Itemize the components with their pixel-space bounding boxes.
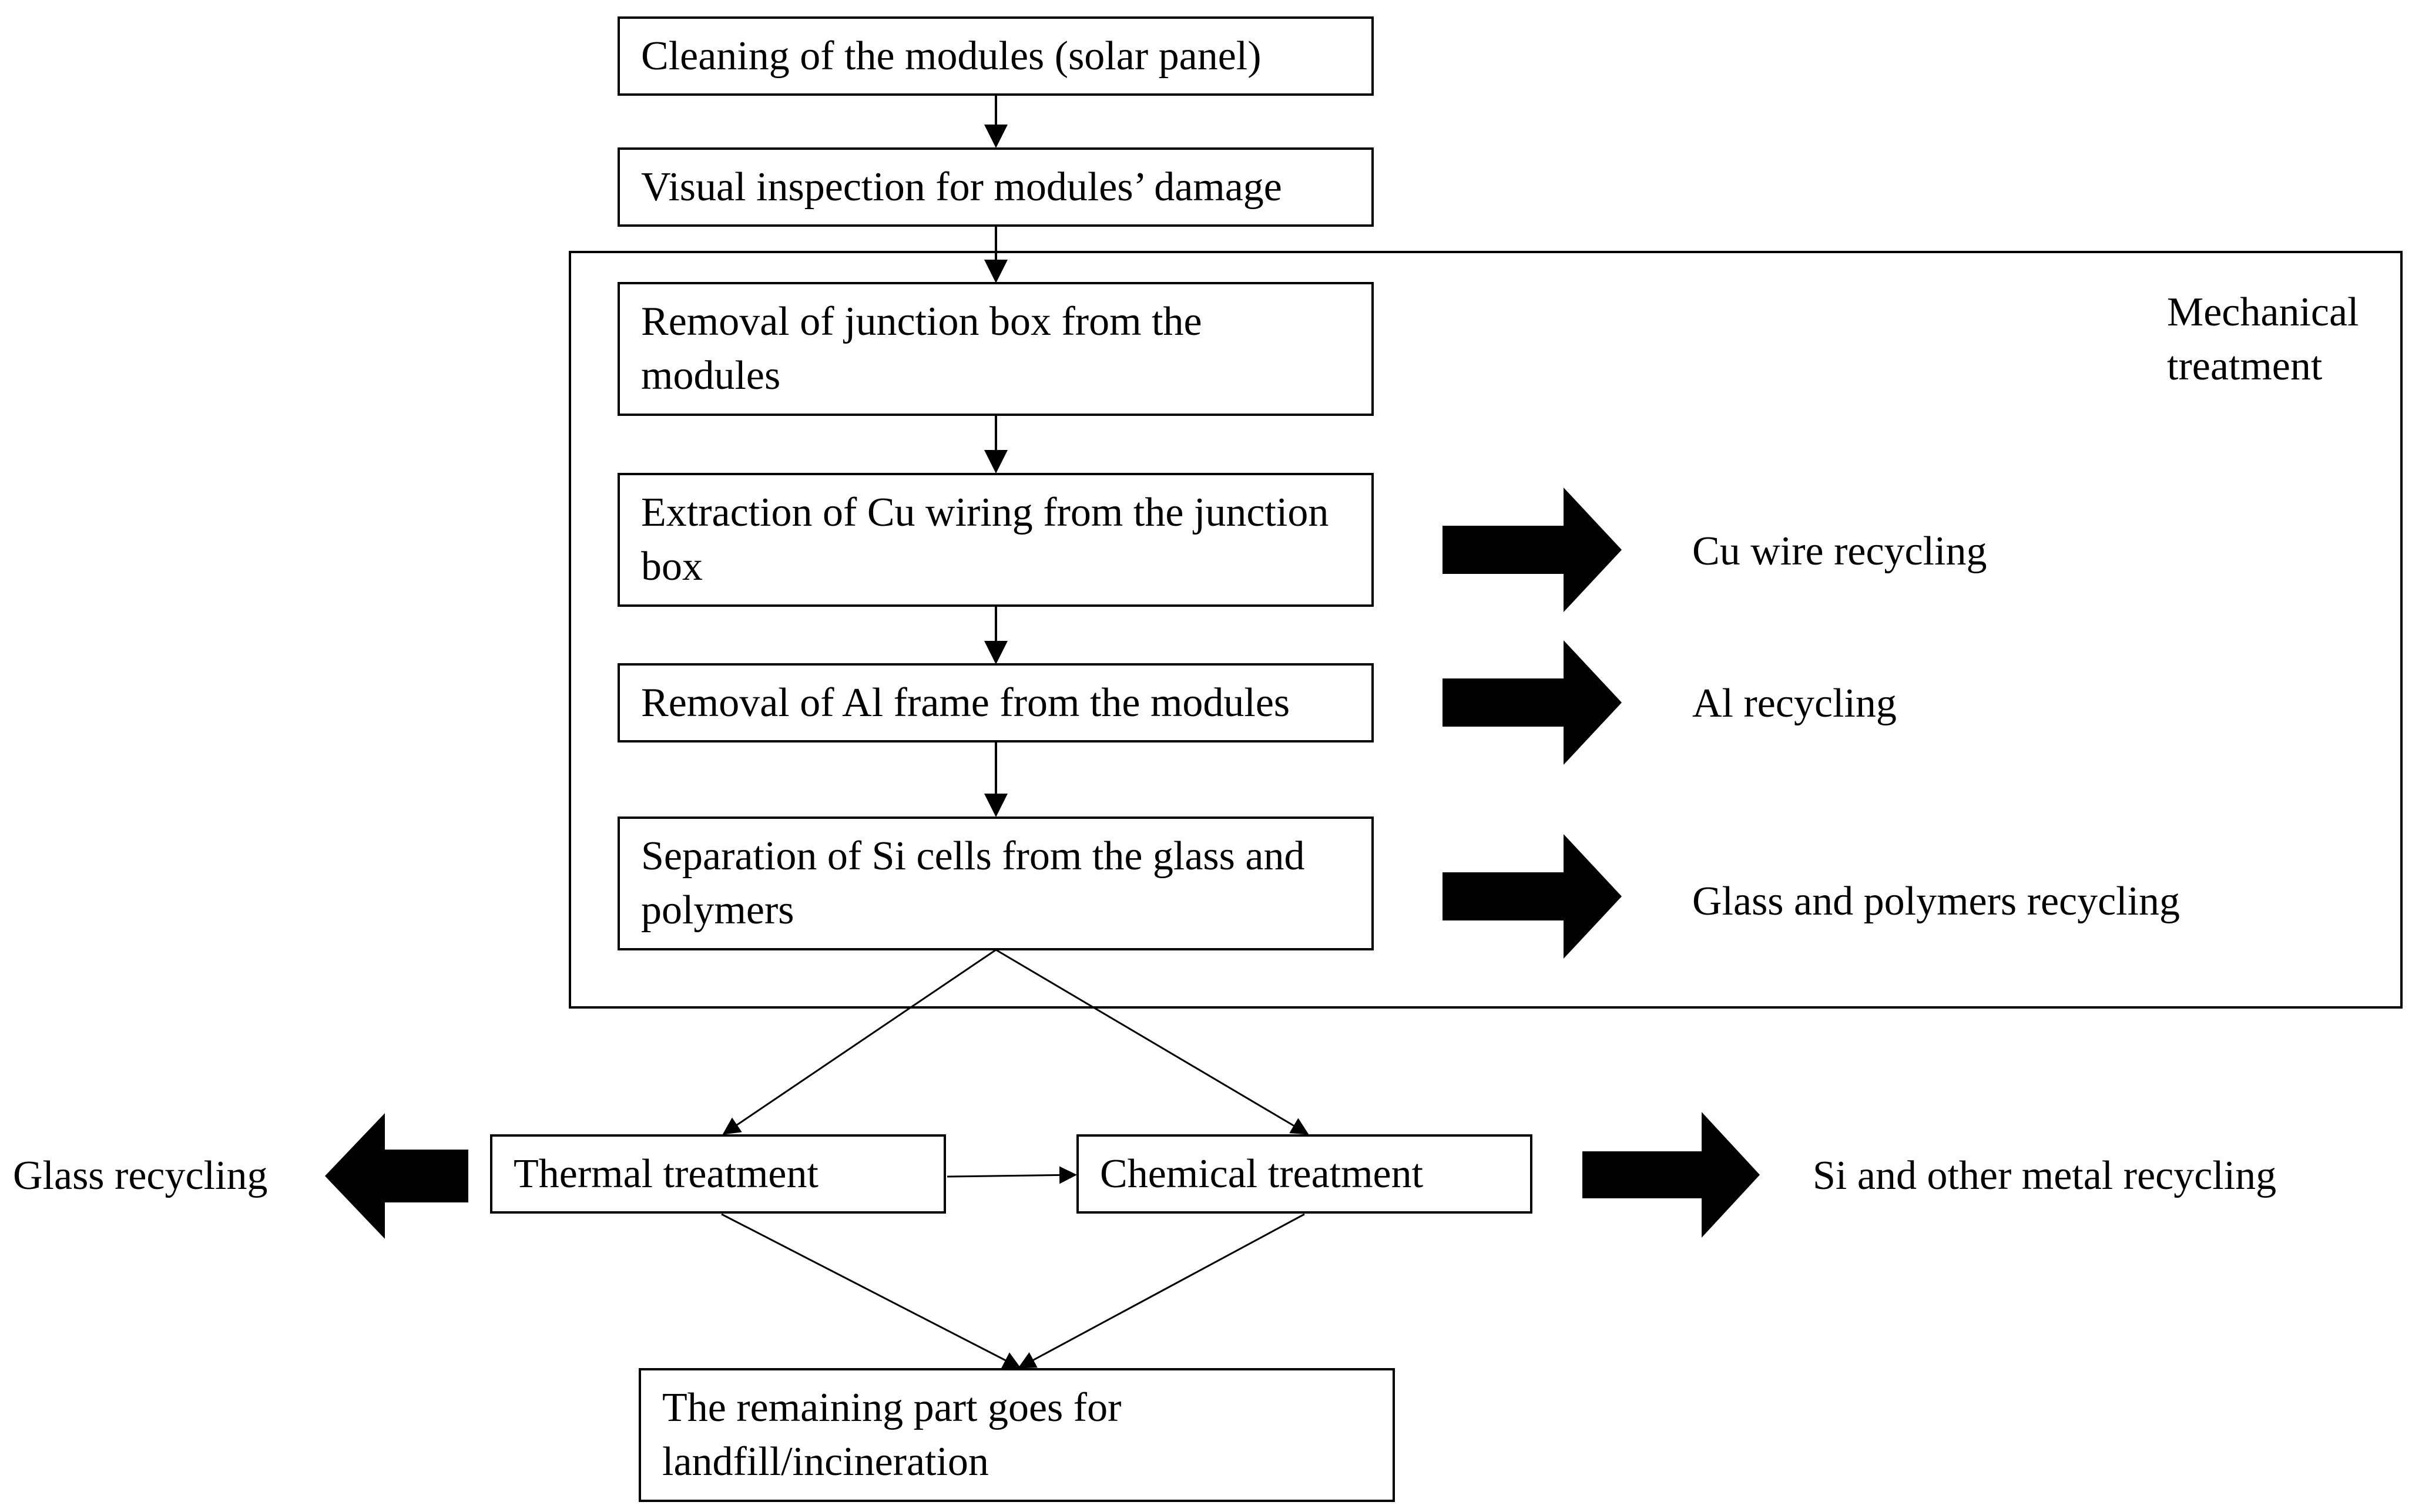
connector-si-separation-to-chemical bbox=[995, 949, 1309, 1135]
step-cu-extraction: Extraction of Cu wiring from the junctio… bbox=[618, 473, 1374, 607]
step-chemical-text: Chemical treatment bbox=[1100, 1151, 1424, 1197]
step-cu-extraction-text: Extraction of Cu wiring from the junctio… bbox=[641, 490, 1329, 589]
step-si-separation: Separation of Si cells from the glass an… bbox=[618, 817, 1374, 950]
connector-thermal-to-remaining bbox=[721, 1213, 1021, 1369]
step-al-removal-text: Removal of Al frame from the modules bbox=[641, 680, 1290, 725]
step-cleaning-text: Cleaning of the modules (solar panel) bbox=[641, 33, 1262, 79]
output-glass-recycling: Glass recycling bbox=[13, 1153, 268, 1198]
block-arrow-cu-recycling bbox=[1442, 488, 1622, 612]
step-thermal-text: Thermal treatment bbox=[514, 1151, 818, 1197]
output-si-metal-recycling: Si and other metal recycling bbox=[1813, 1153, 2277, 1198]
step-chemical: Chemical treatment bbox=[1076, 1134, 1532, 1214]
output-cu-recycling: Cu wire recycling bbox=[1692, 529, 1987, 574]
step-si-separation-text: Separation of Si cells from the glass an… bbox=[641, 834, 1305, 933]
connector-thermal-to-chemical bbox=[947, 1166, 1077, 1184]
block-arrow-glass-recycling bbox=[325, 1113, 468, 1239]
connector-chemical-to-remaining bbox=[1018, 1213, 1305, 1369]
step-junction-box-removal-text: Removal of junction box from the modules bbox=[641, 299, 1202, 398]
step-al-removal: Removal of Al frame from the modules bbox=[618, 663, 1374, 742]
block-arrow-si-metal-recycling bbox=[1582, 1112, 1760, 1238]
block-arrow-al-recycling bbox=[1442, 640, 1622, 765]
output-al-recycling: Al recycling bbox=[1692, 681, 1897, 726]
step-thermal: Thermal treatment bbox=[490, 1134, 946, 1214]
mechanical-treatment-group bbox=[569, 251, 2403, 1009]
mechanical-treatment-label: Mechanical treatment bbox=[2167, 290, 2359, 389]
step-remaining-text: The remaining part goes for landfill/inc… bbox=[662, 1385, 1122, 1484]
connector-si-separation-to-thermal bbox=[722, 949, 997, 1135]
step-junction-box-removal: Removal of junction box from the modules bbox=[618, 282, 1374, 416]
block-arrow-glass-polymers-recycling bbox=[1442, 834, 1622, 959]
step-inspection-text: Visual inspection for modules’ damage bbox=[641, 164, 1282, 210]
step-inspection: Visual inspection for modules’ damage bbox=[618, 147, 1374, 227]
step-cleaning: Cleaning of the modules (solar panel) bbox=[618, 16, 1374, 96]
step-remaining: The remaining part goes for landfill/inc… bbox=[639, 1368, 1395, 1502]
output-glass-polymers-recycling: Glass and polymers recycling bbox=[1692, 879, 2180, 924]
